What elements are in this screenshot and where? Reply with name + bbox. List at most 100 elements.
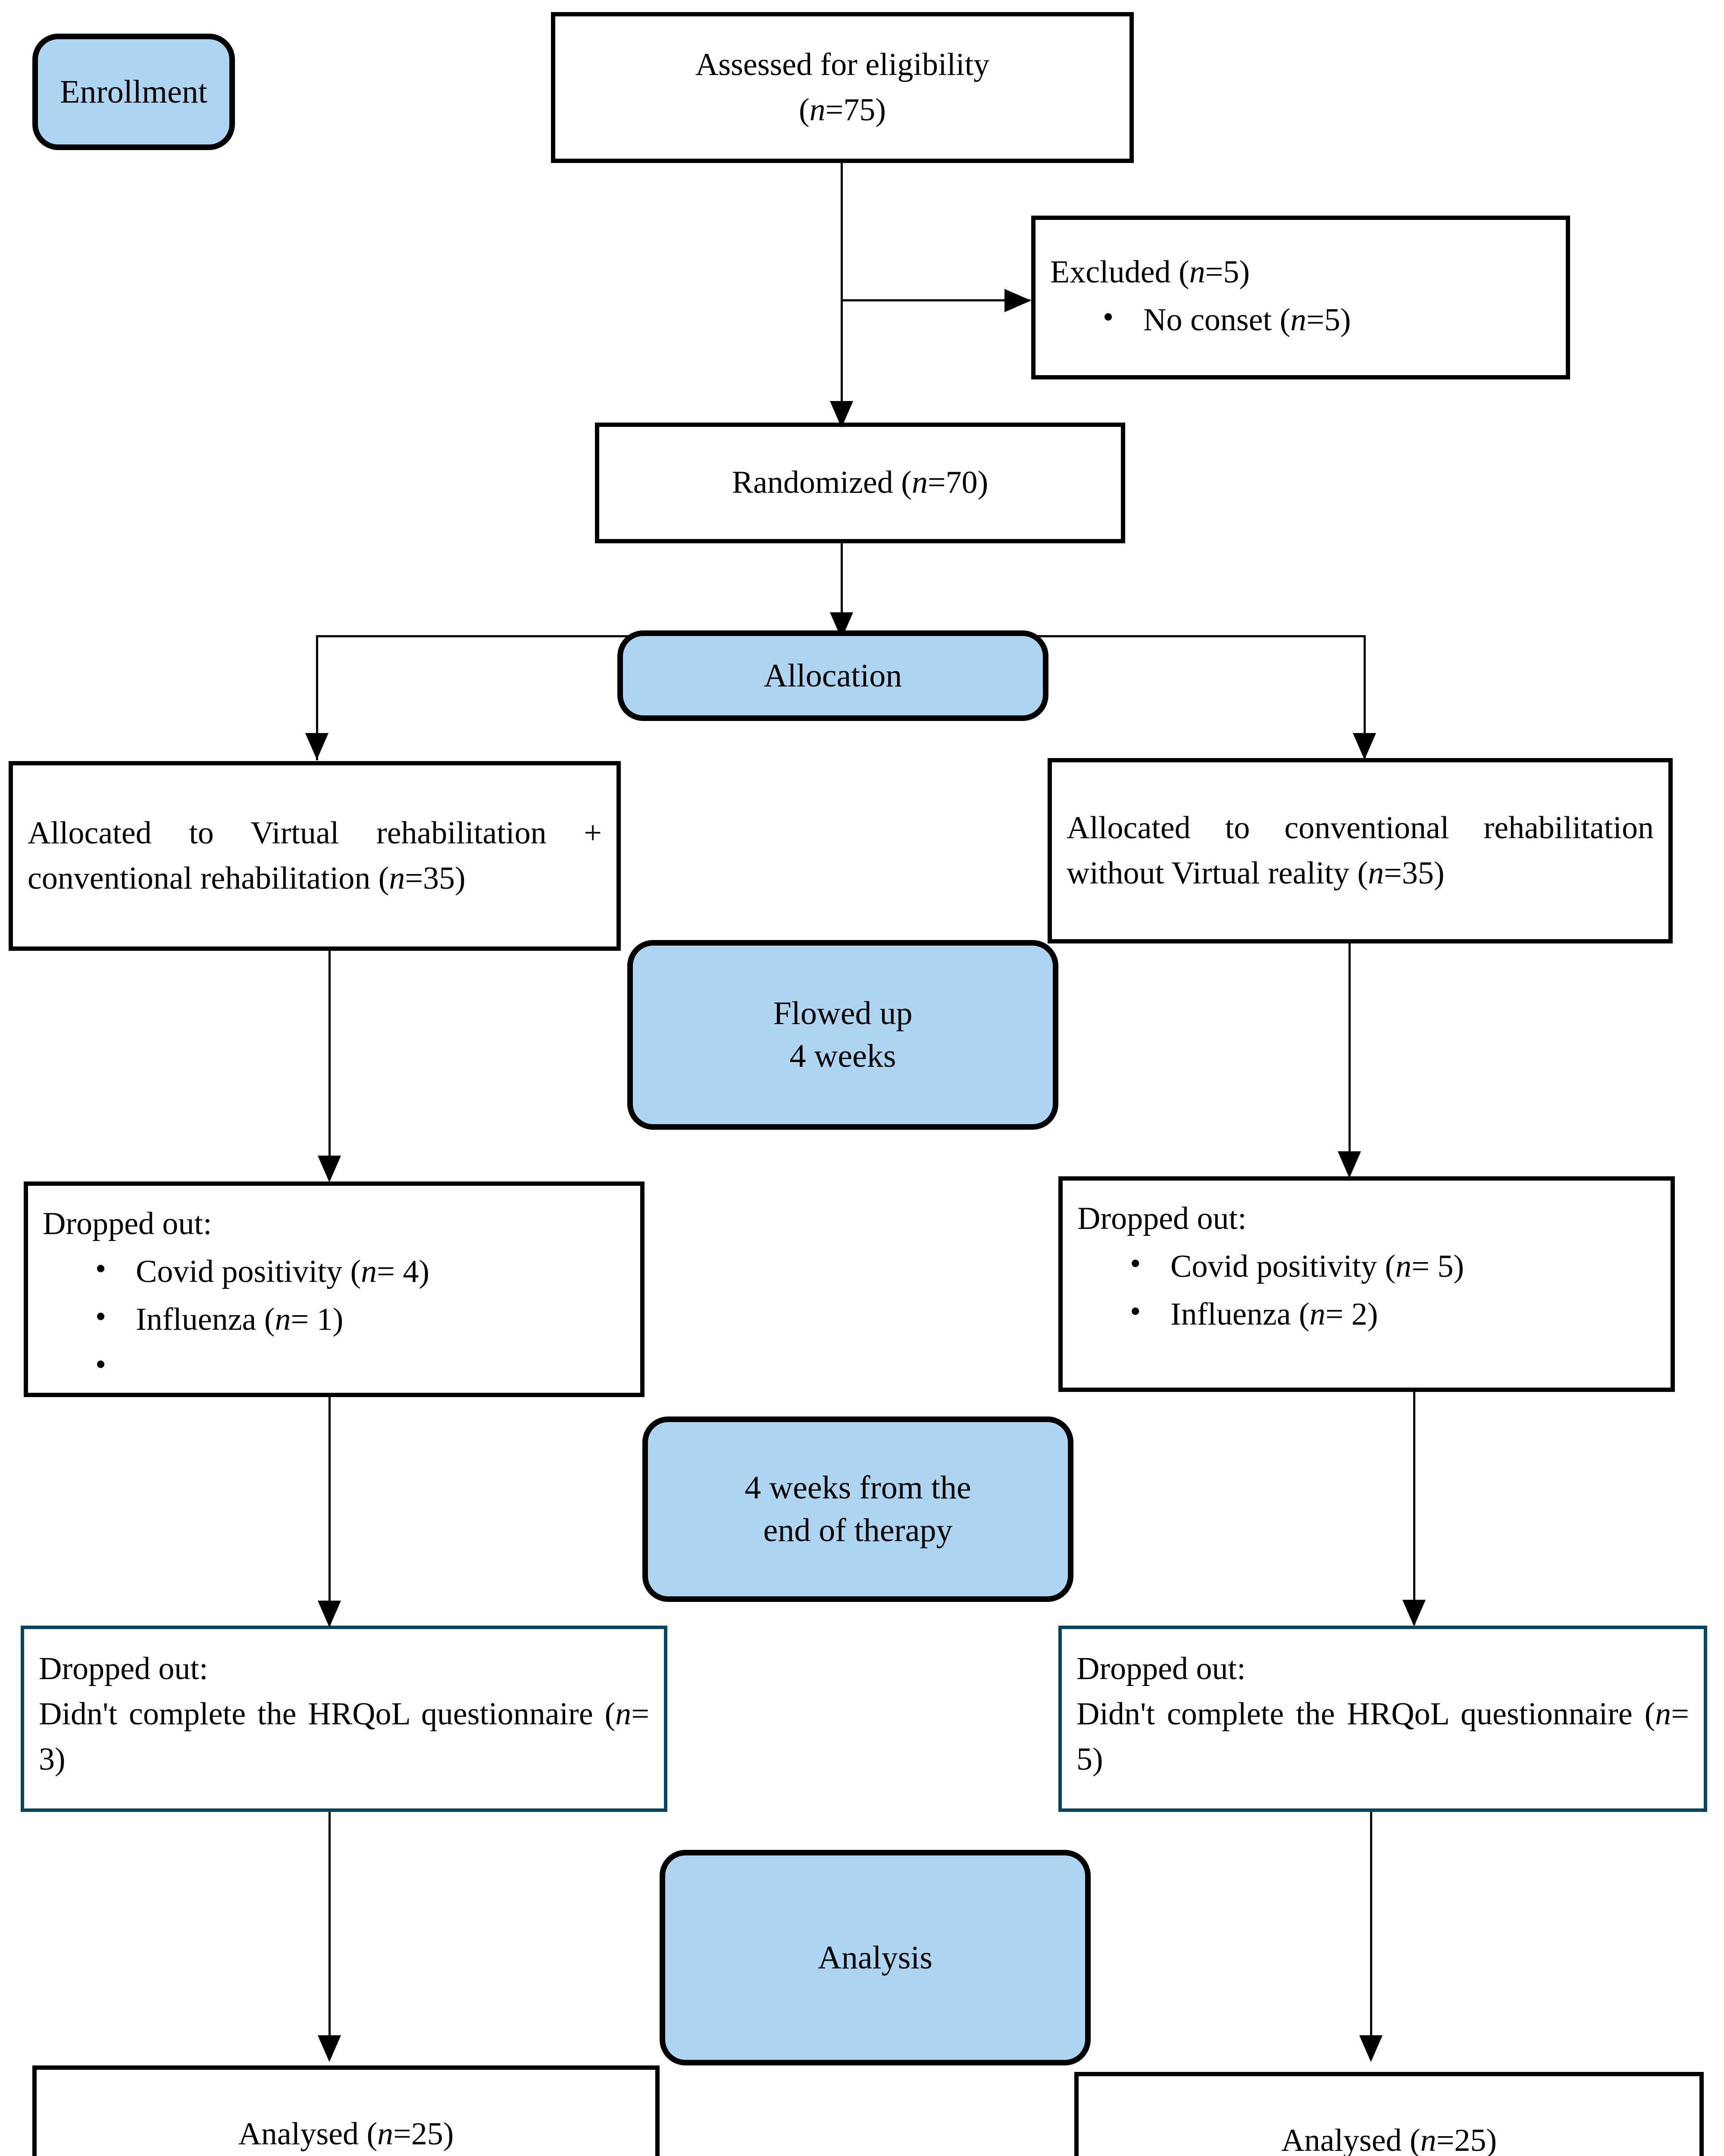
hrqol-right-text: Didn't complete the HRQoL questionnaire … — [1062, 1692, 1704, 1782]
hrqol-left-text: Didn't complete the HRQoL questionnaire … — [24, 1692, 664, 1782]
arrow-alloc-left-to-dropout-left — [318, 1156, 341, 1182]
paren-open: ( — [798, 92, 810, 128]
connector-alloc-left-to-dropout-left — [329, 951, 331, 1179]
connector-hrqol-left-to-analysed-left — [329, 1812, 331, 2058]
randomized-count: =70) — [927, 465, 989, 501]
connector-assessed-to-excluded — [841, 299, 1030, 301]
excluded-count: =5) — [1205, 254, 1250, 290]
alloc-right-pre: Allocated to conventional rehabilitation… — [1067, 810, 1654, 891]
alloc-left-pre: Allocated to Virtual rehabilitation + co… — [28, 815, 602, 896]
excluded-reason-list: No conset (n=5) — [1036, 295, 1566, 345]
italic-n: n — [275, 1302, 291, 1338]
box-assessed-for-eligibility: Assessed for eligibility (n=75) — [551, 12, 1134, 163]
reason-count: =5) — [1306, 302, 1351, 338]
box-allocated-right: Allocated to conventional rehabilitation… — [1048, 758, 1673, 943]
italic-n: n — [1368, 856, 1384, 891]
excluded-title: Excluded (n=5) — [1036, 250, 1566, 295]
reason-count: = 1) — [291, 1302, 344, 1338]
italic-n: n — [377, 2116, 394, 2152]
stage-label-followup-line1: Flowed up — [773, 995, 913, 1032]
assessed-line-1: Assessed for eligibility — [695, 47, 990, 82]
arrow-assessed-to-excluded — [1004, 289, 1031, 312]
stage-label-post-therapy-line2: end of therapy — [763, 1512, 953, 1548]
arrow-dropout-right-to-hrqol-right — [1402, 1600, 1426, 1626]
italic-n: n — [1395, 1249, 1412, 1285]
reason-count: = 2) — [1325, 1297, 1378, 1332]
italic-n: n — [1420, 2123, 1436, 2156]
reason-label: No conset ( — [1143, 302, 1291, 338]
analysed-left-count: =25) — [393, 2116, 454, 2152]
box-analysed-left: Analysed (n=25) — [32, 2065, 660, 2156]
italic-n: n — [361, 1254, 377, 1290]
italic-n: n — [1290, 302, 1307, 338]
analysed-left-pre: Analysed ( — [238, 2116, 378, 2152]
connector-allocation-right-branch — [1364, 635, 1366, 760]
italic-n: n — [1309, 1297, 1326, 1332]
arrow-hrqol-left-to-analysed-left — [318, 2035, 341, 2062]
dropout-right-title: Dropped out: — [1077, 1201, 1247, 1236]
box-allocated-left: Allocated to Virtual rehabilitation + co… — [9, 761, 621, 951]
box-hrqol-dropout-left: Dropped out: Didn't complete the HRQoL q… — [21, 1626, 667, 1812]
italic-n: n — [389, 861, 405, 896]
italic-n: n — [809, 92, 826, 128]
stage-badge-followup: Flowed up 4 weeks — [627, 940, 1058, 1130]
excluded-title-pre: Excluded ( — [1050, 254, 1189, 290]
list-item: No conset (n=5) — [1103, 295, 1566, 343]
dropout-right-reason-list: Covid positivity (n= 5) Influenza (n= 2) — [1063, 1241, 1671, 1340]
alloc-left-text: Allocated to Virtual rehabilitation + co… — [13, 811, 616, 901]
hrqol-left-pre: Didn't complete the HRQoL questionnaire … — [39, 1696, 616, 1732]
connector-allocation-left-branch — [316, 635, 318, 760]
dropout-left-reason-list: Covid positivity (n= 4) Influenza (n= 1) — [28, 1247, 640, 1386]
list-item: Covid positivity (n= 5) — [1130, 1241, 1671, 1289]
hrqol-right-title: Dropped out: — [1076, 1651, 1246, 1686]
box-dropout-right: Dropped out: Covid positivity (n= 5) Inf… — [1058, 1176, 1675, 1392]
dropout-left-title: Dropped out: — [43, 1206, 212, 1241]
arrow-allocation-to-left-arm — [305, 733, 329, 760]
stage-label-allocation: Allocation — [763, 657, 902, 694]
stage-label-post-therapy-line1: 4 weeks from the — [745, 1470, 971, 1506]
connector-hrqol-right-to-analysed-right — [1370, 1812, 1372, 2058]
analysed-right-label: Analysed (n=25) — [1079, 2118, 1699, 2156]
arrow-dropout-left-to-hrqol-left — [318, 1601, 341, 1627]
box-excluded: Excluded (n=5) No conset (n=5) — [1031, 216, 1570, 379]
stage-label-analysis: Analysis — [818, 1939, 932, 1976]
box-hrqol-dropout-right: Dropped out: Didn't complete the HRQoL q… — [1058, 1626, 1707, 1812]
hrqol-left-title: Dropped out: — [39, 1651, 208, 1686]
arrow-allocation-to-right-arm — [1353, 733, 1376, 760]
reason-label: Influenza ( — [136, 1302, 275, 1338]
list-item-empty — [95, 1342, 640, 1386]
connector-randomized-to-allocation — [841, 543, 843, 636]
italic-n: n — [1189, 254, 1205, 290]
arrow-alloc-right-to-dropout-right — [1338, 1151, 1361, 1178]
connector-dropout-left-to-hrqol-left — [329, 1397, 331, 1626]
arrow-assessed-to-randomized — [830, 401, 853, 428]
reason-count: = 4) — [377, 1254, 430, 1290]
stage-label-enrollment: Enrollment — [60, 73, 207, 110]
analysed-right-count: =25) — [1436, 2123, 1497, 2156]
assessed-line-2: (n=75) — [555, 88, 1130, 133]
box-analysed-right: Analysed (n=25) — [1074, 2072, 1704, 2156]
hrqol-right-pre: Didn't complete the HRQoL questionnaire … — [1076, 1696, 1655, 1732]
assessed-count: =75) — [825, 92, 886, 128]
alloc-right-text: Allocated to conventional rehabilitation… — [1052, 805, 1668, 896]
hrqol-right-count: = 5) — [1076, 1696, 1689, 1777]
box-dropout-left: Dropped out: Covid positivity (n= 4) Inf… — [24, 1181, 645, 1397]
box-randomized: Randomized (n=70) — [595, 423, 1125, 543]
reason-label: Covid positivity ( — [136, 1254, 361, 1290]
italic-n: n — [1655, 1696, 1671, 1732]
reason-label: Influenza ( — [1170, 1297, 1310, 1332]
reason-count: = 5) — [1411, 1249, 1464, 1285]
list-item: Covid positivity (n= 4) — [95, 1247, 640, 1294]
stage-badge-enrollment: Enrollment — [32, 34, 235, 150]
hrqol-left-count: = 3) — [39, 1696, 649, 1777]
italic-n: n — [911, 465, 928, 501]
connector-assessed-to-randomized — [841, 163, 843, 423]
italic-n: n — [615, 1696, 632, 1732]
randomized-pre: Randomized ( — [732, 465, 912, 501]
stage-badge-post-therapy: 4 weeks from the end of therapy — [642, 1416, 1073, 1602]
list-item: Influenza (n= 2) — [1130, 1289, 1671, 1337]
stage-badge-analysis: Analysis — [660, 1850, 1091, 2065]
list-item: Influenza (n= 1) — [95, 1294, 640, 1342]
connector-dropout-right-to-hrqol-right — [1413, 1392, 1415, 1625]
